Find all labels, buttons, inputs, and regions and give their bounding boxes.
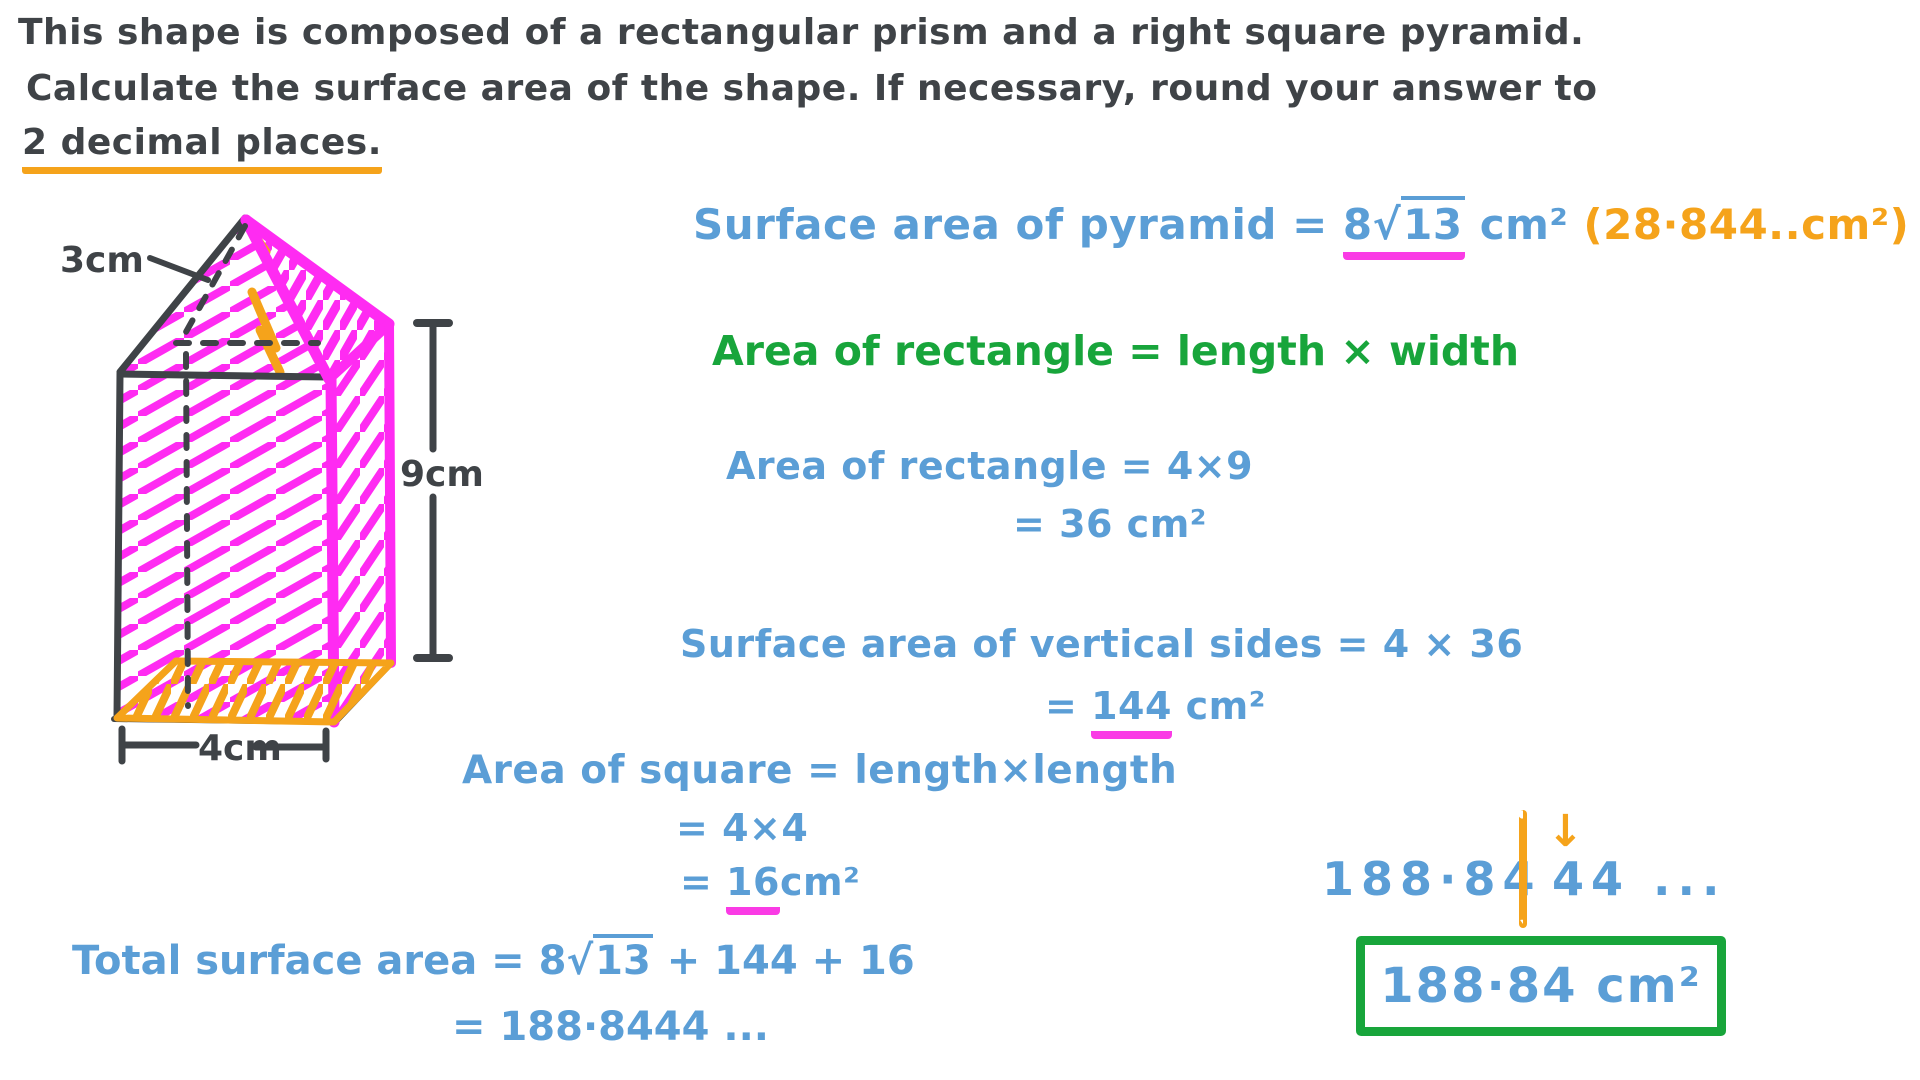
eq-total-surface-area: Total surface area = 8√13 + 144 + 16 xyxy=(72,934,915,984)
pyramid-radicand: 13 xyxy=(1401,196,1465,249)
radical-sign: √ xyxy=(1372,200,1402,249)
final-answer-box: 188·84 cm² xyxy=(1356,936,1726,1036)
square-value-underlined: 16 xyxy=(726,860,780,915)
vertical-unit: cm² xyxy=(1171,684,1266,728)
vertical-equals: = xyxy=(1045,684,1092,728)
eq-square-formula: Area of square = length×length xyxy=(462,748,1178,793)
radical-sign: √ xyxy=(566,938,594,984)
prism-front-face xyxy=(117,374,333,722)
down-arrow-icon: ↓ xyxy=(1547,806,1584,857)
pyramid-approx-value: (28·844..cm²) xyxy=(1583,200,1910,249)
dimension-4cm: 4cm xyxy=(118,725,330,769)
eq-surface-area-pyramid: Surface area of pyramid = 8√13 cm² (28·8… xyxy=(693,196,1910,260)
square-equals: = xyxy=(680,860,727,904)
total-lhs: Total surface area = xyxy=(72,938,539,984)
eq-vertical-sides-result: = 144 cm² xyxy=(1045,684,1266,739)
problem-line-3: 2 decimal places. xyxy=(22,122,382,174)
pyramid-value-underlined: 8√13 xyxy=(1342,196,1465,260)
eq-rectangle-formula: Area of rectangle = length × width xyxy=(712,327,1520,375)
problem-line-1: This shape is composed of a rectangular … xyxy=(18,12,1585,53)
final-answer-value: 188·84 cm² xyxy=(1380,958,1702,1014)
eq-square-result: = 16cm² xyxy=(680,860,861,915)
eq-total-result: = 188·8444 ... xyxy=(452,1004,769,1050)
vertical-value-underlined: 144 xyxy=(1091,684,1172,739)
edge-label: 3cm xyxy=(60,240,144,281)
total-rest: + 144 + 16 xyxy=(652,938,915,984)
composite-shape-diagram: 3cm 9cm 4cm xyxy=(60,214,484,769)
total-radicand: 13 xyxy=(593,934,653,984)
prism-right-face xyxy=(327,322,390,722)
pyramid-right-face xyxy=(245,218,388,377)
dimension-3cm: 3cm xyxy=(60,240,211,283)
pyramid-unit: cm² xyxy=(1464,200,1569,249)
pyramid-coef: 8 xyxy=(1342,200,1373,249)
rounding-cutoff-line xyxy=(1519,810,1527,928)
total-coef: 8 xyxy=(538,938,567,984)
eq-vertical-sides-calc: Surface area of vertical sides = 4 × 36 xyxy=(680,622,1524,666)
eq-square-calc: = 4×4 xyxy=(676,806,809,850)
eq-rectangle-calc: Area of rectangle = 4×9 xyxy=(726,444,1254,488)
height-label: 9cm xyxy=(400,454,484,495)
rounding-digits-right: 44 ... xyxy=(1552,852,1727,906)
pyramid-lhs: Surface area of pyramid = xyxy=(693,200,1343,249)
decimal-places-underlined-text: 2 decimal places. xyxy=(22,122,382,174)
dimension-9cm: 9cm xyxy=(400,319,484,662)
hidden-dashed-edges xyxy=(173,223,321,709)
eq-rectangle-result: = 36 cm² xyxy=(1013,502,1207,546)
square-unit: cm² xyxy=(779,860,861,904)
rounding-digits-left: 188·84 xyxy=(1322,852,1542,906)
problem-line-2: Calculate the surface area of the shape.… xyxy=(26,68,1598,109)
